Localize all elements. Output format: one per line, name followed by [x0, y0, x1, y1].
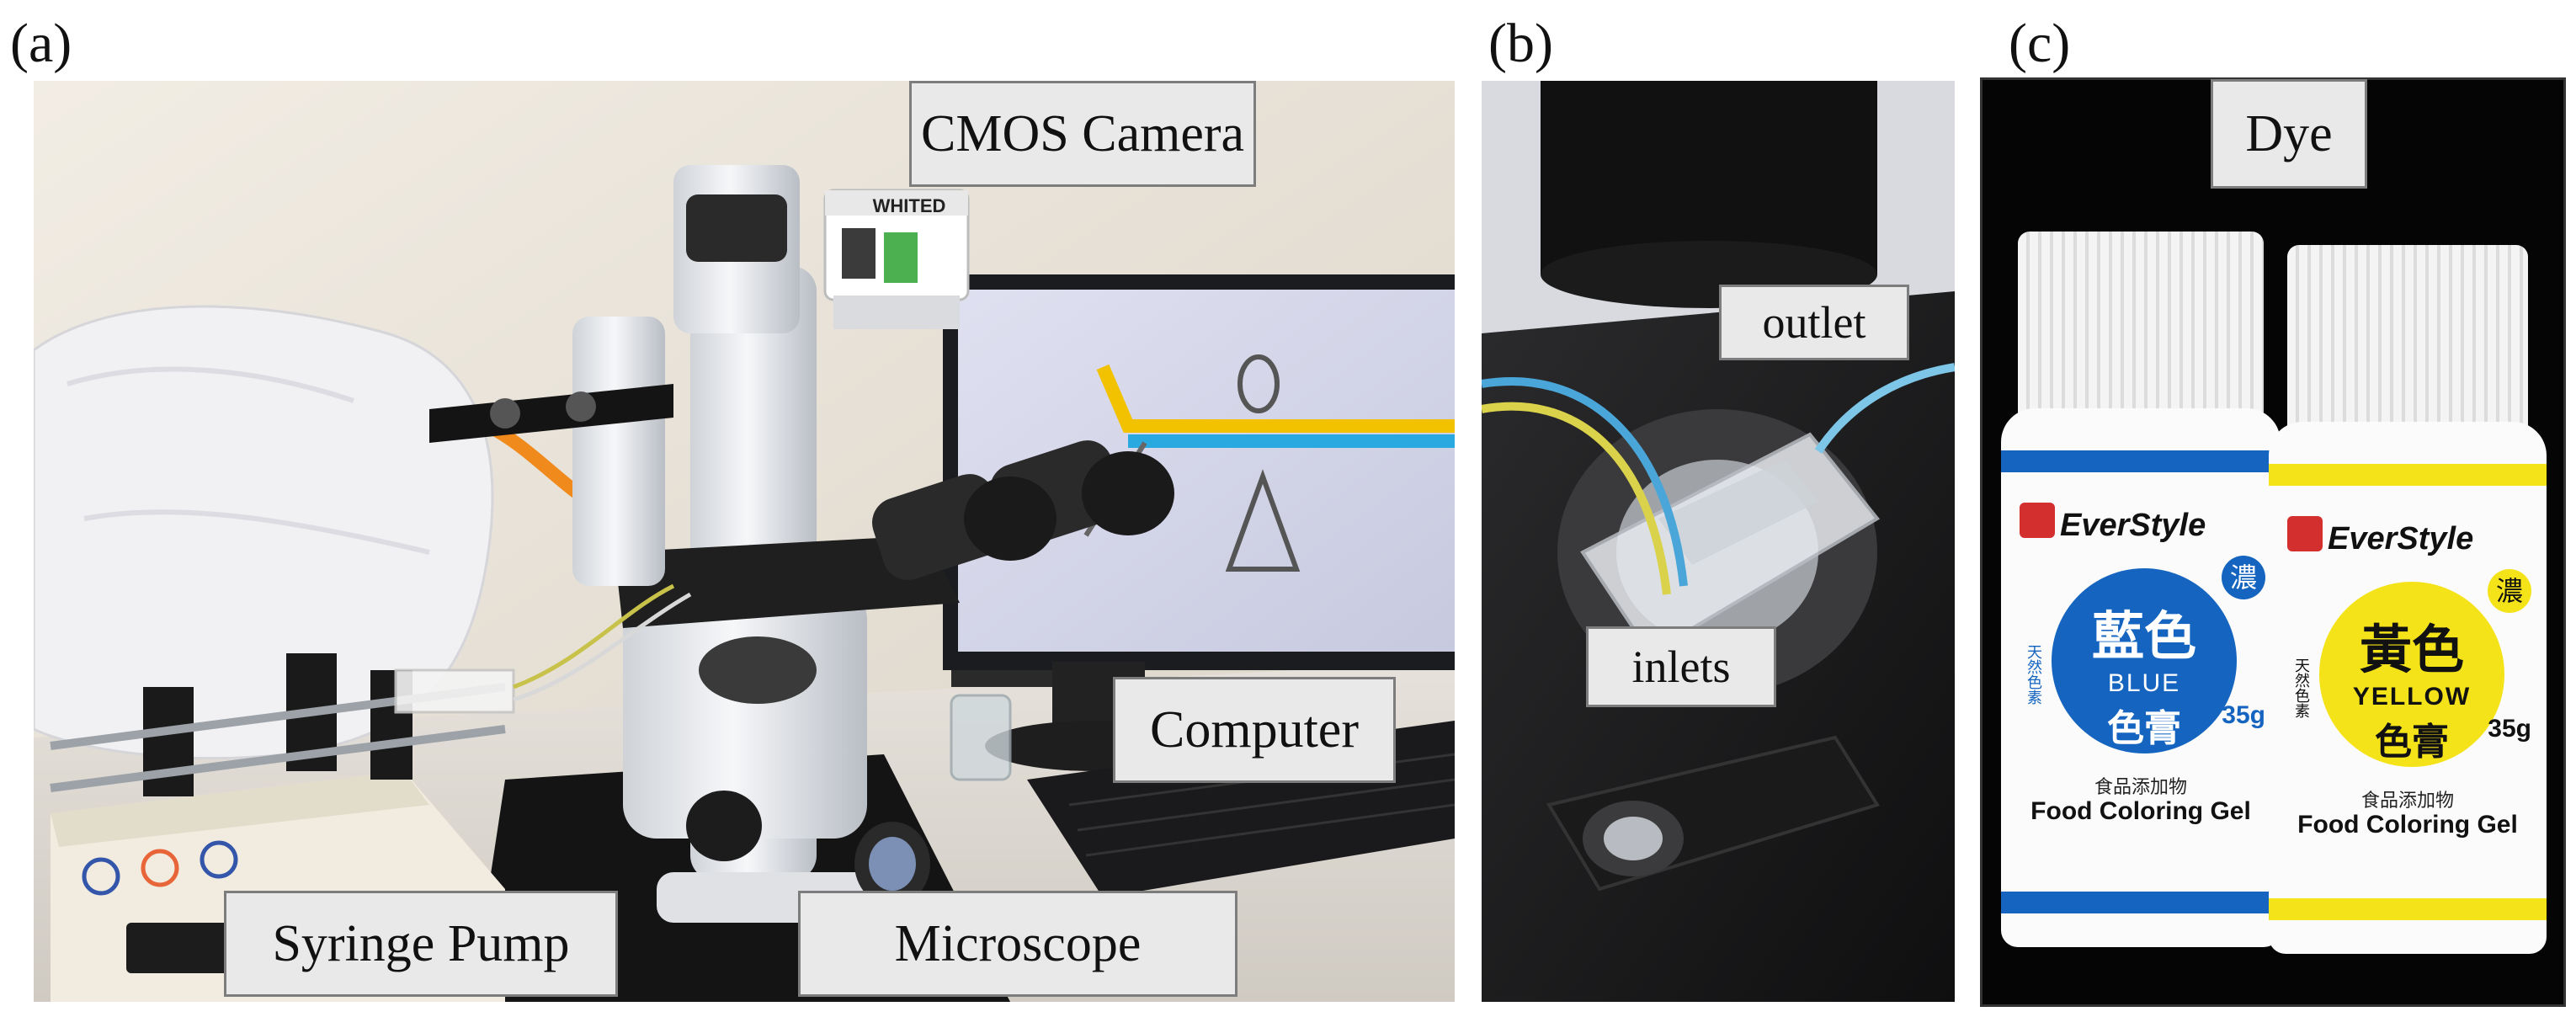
panel-b-photo [1482, 81, 1955, 1002]
color-cn-text: 黃色 [2359, 621, 2464, 679]
panel-b-letter: (b) [1488, 13, 1553, 74]
inlets-label: inlets [1586, 626, 1776, 707]
computer-label-text: Computer [1150, 700, 1359, 759]
brand-text: EverStyle [2328, 521, 2474, 556]
paste-cn-text: 色膏 [2107, 708, 2181, 749]
food-cn-text: 食品添加物 [2094, 776, 2187, 797]
bottle-body: EverStyle 黃色 YELLOW 色膏 濃 35g 天然色素 食品添加物 … [2269, 422, 2547, 954]
microscope-label: Microscope [798, 891, 1237, 997]
brand-text: EverStyle [2060, 508, 2206, 543]
syringe-pump-label-text: Syringe Pump [272, 914, 570, 972]
color-badge: 黃色 YELLOW 色膏 [2319, 582, 2504, 767]
camera-label-text: CMOS Camera [920, 104, 1245, 162]
concentrated-badge: 濃 [2222, 556, 2265, 599]
camera-label: CMOS Camera [909, 81, 1256, 187]
panel-a-photo: WHITED [34, 81, 1455, 1002]
side-text: 天然色素 [2293, 658, 2310, 718]
microscope-label-text: Microscope [894, 914, 1142, 972]
color-cn-text: 藍色 [2091, 608, 2196, 666]
yellow-dye-bottle: EverStyle 黃色 YELLOW 色膏 濃 35g 天然色素 食品添加物 … [2269, 245, 2547, 954]
panel-a-letter: (a) [10, 13, 72, 74]
concentrated-badge: 濃 [2488, 569, 2531, 613]
brand-logo [2020, 503, 2055, 538]
paste-cn-text: 色膏 [2375, 721, 2449, 763]
panel-c-photo: EverStyle 藍色 BLUE 色膏 濃 35g 天然色素 食品添加物 Fo… [1980, 77, 2566, 1007]
computer-label: Computer [1113, 677, 1396, 783]
panel-c-letter: (c) [2009, 13, 2071, 74]
bottle-cap [2018, 232, 2264, 417]
outlet-label: outlet [1719, 285, 1909, 360]
dye-label: Dye [2211, 79, 2367, 189]
food-en-text: Food Coloring Gel [2297, 811, 2518, 839]
food-en-text: Food Coloring Gel [2030, 797, 2251, 825]
lab-setup-illustration: WHITED [34, 81, 1455, 1002]
color-en-text: YELLOW [2352, 683, 2472, 711]
dye-label-text: Dye [2245, 104, 2333, 162]
syringe-pump-label: Syringe Pump [224, 891, 618, 997]
brand-logo [2287, 516, 2323, 551]
bottle-cap [2287, 245, 2528, 430]
side-text: 天然色素 [2025, 644, 2042, 705]
microfluidic-chip-illustration [1482, 81, 1955, 1002]
weight-text: 35g [2488, 715, 2531, 743]
color-en-text: BLUE [2107, 669, 2181, 697]
camera-brand-text: WHITED [873, 195, 946, 216]
food-cn-text: 食品添加物 [2360, 790, 2454, 811]
blue-dye-bottle: EverStyle 藍色 BLUE 色膏 濃 35g 天然色素 食品添加物 Fo… [2001, 232, 2281, 947]
inlets-label-text: inlets [1631, 642, 1731, 692]
color-badge: 藍色 BLUE 色膏 [2052, 568, 2237, 753]
weight-text: 35g [2222, 701, 2265, 729]
outlet-label-text: outlet [1762, 297, 1866, 348]
bottle-body: EverStyle 藍色 BLUE 色膏 濃 35g 天然色素 食品添加物 Fo… [2001, 408, 2281, 947]
